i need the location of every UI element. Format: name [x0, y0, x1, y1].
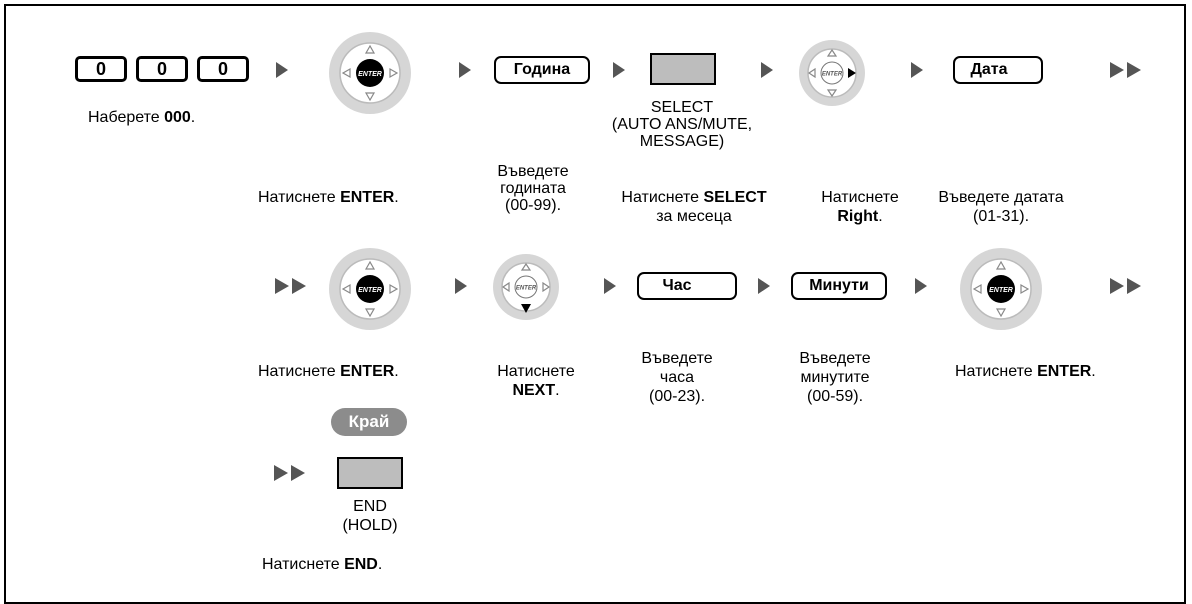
- select-button[interactable]: [650, 53, 716, 85]
- navigator-right-icon[interactable]: ENTER: [797, 38, 867, 108]
- hour-button[interactable]: Час: [637, 272, 737, 300]
- arrow-right-icon: [604, 278, 616, 294]
- year-button[interactable]: Година: [494, 56, 590, 84]
- end-button[interactable]: [337, 457, 403, 489]
- arrow-right-icon: [758, 278, 770, 294]
- date-button[interactable]: Дата: [953, 56, 1043, 84]
- arrow-right-icon: [915, 278, 927, 294]
- dial-key-0-third[interactable]: 0: [197, 56, 249, 82]
- arrow-right-icon: [761, 62, 773, 78]
- dial-key-0-first[interactable]: 0: [75, 56, 127, 82]
- dial-key-0-second[interactable]: 0: [136, 56, 188, 82]
- step-press-enter-2: Натиснете ENTER.: [258, 363, 399, 380]
- arrow-right-icon: [276, 62, 288, 78]
- step-press-end: Натиснете END.: [262, 556, 383, 573]
- arrow-right-icon: [459, 62, 471, 78]
- svg-text:ENTER: ENTER: [358, 287, 382, 294]
- double-arrow-right-icon: [275, 278, 311, 294]
- end-pill-label: Край: [331, 408, 407, 436]
- end-caption: END(HOLD): [342, 498, 398, 534]
- svg-text:ENTER: ENTER: [822, 72, 843, 78]
- arrow-right-icon: [613, 62, 625, 78]
- step-press-next: Натиснете NEXT.: [497, 363, 575, 399]
- step-press-select: Натиснете SELECT за месеца: [621, 189, 767, 225]
- svg-text:ENTER: ENTER: [516, 286, 537, 292]
- minutes-button[interactable]: Минути: [791, 272, 887, 300]
- step-dial-000: Наберете 000.: [88, 109, 196, 126]
- double-arrow-right-icon: [1110, 62, 1146, 78]
- navigator-enter-icon[interactable]: ENTER: [327, 246, 413, 332]
- step-press-enter-final: Натиснете ENTER.: [955, 363, 1096, 380]
- step-press-enter: Натиснете ENTER.: [258, 189, 399, 206]
- navigator-enter-icon[interactable]: ENTER: [958, 246, 1044, 332]
- arrow-right-icon: [911, 62, 923, 78]
- double-arrow-right-icon: [274, 465, 310, 481]
- double-arrow-right-icon: [1110, 278, 1146, 294]
- arrow-right-icon: [455, 278, 467, 294]
- select-caption: SELECT(AUTO ANS/MUTE,MESSAGE): [611, 99, 753, 150]
- svg-text:ENTER: ENTER: [358, 71, 382, 78]
- step-press-right: Натиснете Right.: [821, 189, 899, 225]
- navigator-next-icon[interactable]: ENTER: [491, 252, 561, 322]
- navigator-enter-icon[interactable]: ENTER: [327, 30, 413, 116]
- step-enter-date: Въведете датата(01-31).: [938, 189, 1064, 225]
- svg-text:ENTER: ENTER: [989, 287, 1013, 294]
